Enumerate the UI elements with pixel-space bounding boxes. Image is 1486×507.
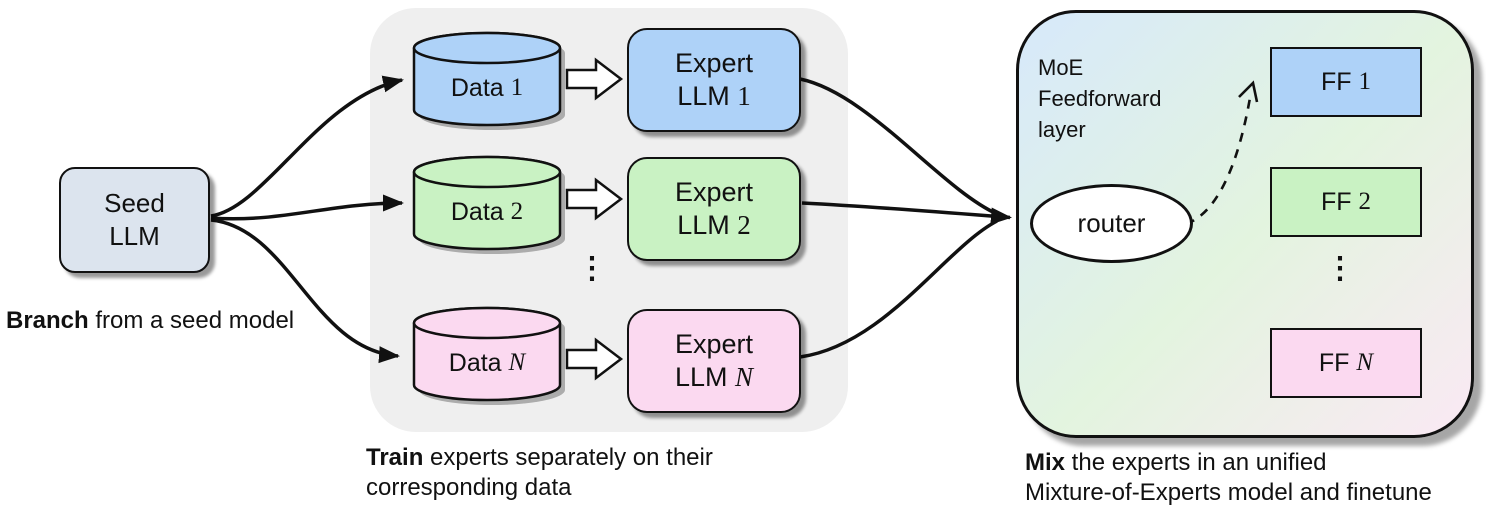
branch-caption: Branch from a seed model bbox=[6, 307, 295, 334]
expertN-line1: Expert bbox=[674, 329, 754, 359]
ff-N-box: FF N bbox=[1270, 328, 1422, 398]
dataN-label: Data N bbox=[448, 348, 526, 377]
seed-llm-line1: Seed bbox=[104, 188, 165, 218]
data2-label: Data 2 bbox=[450, 197, 524, 226]
moe-ellipsis: ⋮ bbox=[1325, 252, 1355, 285]
expert2-line1: Expert bbox=[674, 177, 754, 207]
ff-1-box: FF 1 bbox=[1270, 47, 1422, 117]
expert-llm-N-box: Expert LLM N bbox=[627, 309, 801, 413]
expert2-line2: LLM 2 bbox=[677, 210, 751, 240]
seed-llm-box: Seed LLM bbox=[59, 167, 210, 273]
expertN-line2: LLM N bbox=[674, 362, 754, 392]
train-ellipsis: ⋮ bbox=[577, 252, 607, 285]
router-ellipse: router bbox=[1030, 184, 1193, 263]
ff-2-box: FF 2 bbox=[1270, 167, 1422, 237]
router-label: router bbox=[1077, 208, 1146, 238]
expert1-line1: Expert bbox=[674, 48, 754, 78]
data1-label: Data 1 bbox=[450, 73, 524, 102]
train-caption: Train experts separately on their corres… bbox=[366, 444, 713, 501]
moe-feedforward-label: MoE Feedforward layer bbox=[1038, 55, 1162, 142]
expert-llm-1-box: Expert LLM 1 bbox=[627, 28, 801, 132]
expert-llm-2-box: Expert LLM 2 bbox=[627, 157, 801, 261]
expert1-line2: LLM 1 bbox=[677, 81, 751, 111]
mix-caption: Mix the experts in an unified Mixture-of… bbox=[1025, 449, 1432, 506]
seed-llm-line2: LLM bbox=[109, 221, 160, 251]
